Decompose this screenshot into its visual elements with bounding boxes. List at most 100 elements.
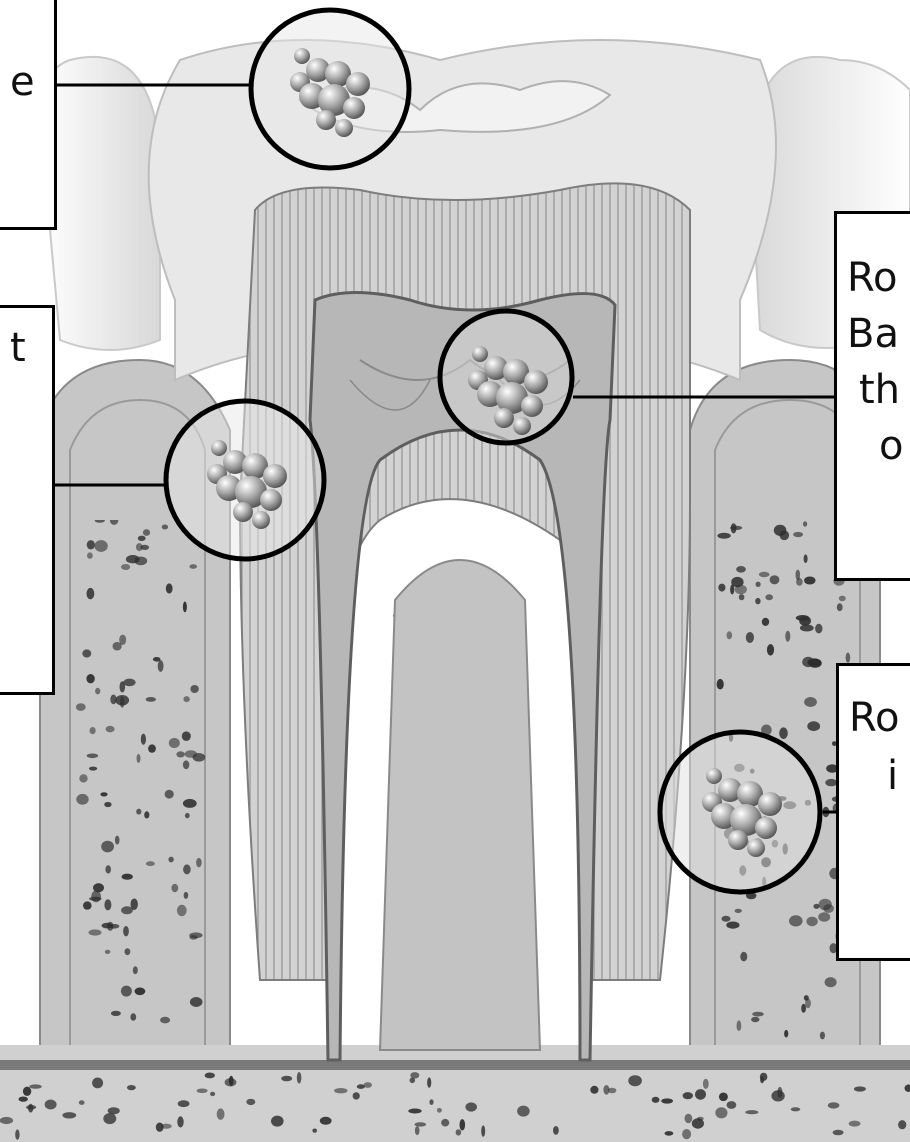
bone-pore [183, 799, 197, 808]
bone-pore [755, 598, 760, 604]
bone-pore [735, 585, 747, 594]
bone-pore [737, 1020, 742, 1031]
bone-pore [189, 932, 202, 938]
bone-pore [225, 1078, 237, 1086]
bone-pore [133, 966, 138, 974]
bone-pore [281, 1076, 292, 1082]
bone-pore [820, 1032, 825, 1040]
bone-pore [144, 811, 149, 818]
bone-pore [76, 703, 86, 711]
bone-pore [806, 917, 817, 927]
bone-pore [146, 697, 156, 702]
bone-pore [90, 727, 96, 734]
bone-pore [185, 813, 190, 818]
callout-lower-right-line2: i [887, 752, 898, 800]
bone-pore [146, 861, 155, 866]
bone-pore [83, 901, 92, 909]
bone-pore [15, 1129, 19, 1139]
bone-pore [839, 596, 846, 602]
bone-pore [29, 1084, 41, 1088]
bone-pore [722, 916, 731, 922]
bone-pore [408, 1109, 421, 1114]
bone-pore [121, 564, 130, 570]
bone-pore [414, 1122, 426, 1126]
bone-pore [127, 1085, 136, 1090]
bone-pore [779, 727, 788, 739]
bone-pore [846, 653, 851, 663]
bone-pore [94, 540, 107, 552]
bone-pore [796, 570, 801, 581]
bone-pore [101, 841, 114, 853]
bone-pore [854, 1086, 866, 1091]
bone-pore [91, 891, 101, 903]
bone-pore [87, 588, 95, 599]
bone-pore [719, 1093, 728, 1102]
bone-pore [752, 1012, 764, 1017]
bone-pore [774, 525, 787, 536]
bone-pore [161, 1124, 172, 1129]
bone-pore [184, 892, 189, 899]
bone-pore [115, 695, 129, 706]
bone-pore [162, 525, 168, 530]
bone-pore [76, 794, 88, 805]
bone-pore [126, 555, 140, 563]
bone-pore [89, 767, 97, 771]
bone-pore [177, 1116, 183, 1127]
bone-pore [136, 809, 141, 815]
bone-pore [89, 929, 102, 935]
bone-pore [177, 905, 187, 916]
bone-pore [217, 1108, 225, 1119]
bone-pore [410, 1078, 416, 1084]
bone-pore [796, 615, 810, 621]
bone-pore [123, 926, 129, 936]
bone-pore [745, 1110, 758, 1114]
bone-pore [460, 1119, 466, 1130]
left-neighbor-tooth [40, 57, 160, 350]
bone-pore [726, 922, 739, 929]
bone-pore [104, 899, 111, 910]
bone-pore [415, 1126, 420, 1135]
bone-pore [108, 1107, 120, 1114]
bone-pore [784, 1030, 788, 1038]
callout-upper-right-line2: Ba [847, 310, 899, 358]
bone-pore [685, 1114, 693, 1123]
callout-lower-right-line1: Ro [849, 694, 899, 742]
bone-pore [770, 575, 780, 584]
callout-upper-right-line4: o [879, 422, 903, 470]
bone-pore [111, 1011, 121, 1016]
callout-top-left-text: e [10, 58, 35, 106]
bone-pore [849, 1121, 861, 1127]
bone-pore [683, 1092, 693, 1099]
bone-pore [800, 625, 814, 632]
bone-pore [100, 792, 107, 796]
bone-pore [320, 1117, 332, 1125]
bone-pore [762, 618, 769, 626]
bone-pore [178, 1100, 190, 1107]
bone-pore [153, 657, 161, 662]
bone-pore [703, 1079, 709, 1089]
bone-pore [165, 790, 174, 799]
bone-pore [437, 1108, 442, 1113]
bone-pore [481, 1125, 485, 1136]
bone-pore [793, 532, 803, 537]
bone-pore [833, 1130, 844, 1136]
callout-mid-left: t [0, 305, 55, 695]
bone-pore [818, 912, 830, 922]
bone-pore [410, 1072, 419, 1078]
bone-pore [727, 631, 733, 639]
bone-pore [898, 1120, 906, 1129]
bone-pore [271, 1116, 284, 1127]
bone-pore [739, 594, 745, 600]
bone-pore [79, 1100, 85, 1105]
bone-pore [189, 564, 197, 569]
bone-pore [756, 582, 761, 587]
bone-pore [103, 1113, 116, 1124]
bone-pore [183, 696, 189, 702]
bone-pore [456, 1129, 462, 1135]
bone-pore [105, 950, 111, 954]
bone-pore [137, 754, 141, 763]
bone-pore [141, 734, 146, 745]
bone-pore [105, 865, 111, 873]
